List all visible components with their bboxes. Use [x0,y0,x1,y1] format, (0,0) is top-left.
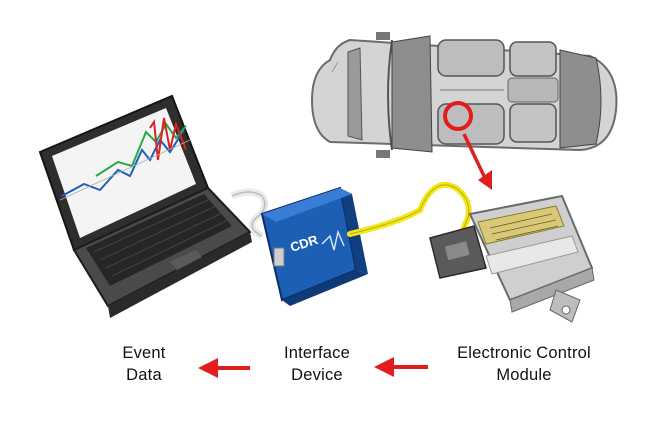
label-ecm: Electronic Control Module [432,342,616,386]
label-ecm-line1: Electronic Control [457,344,591,362]
label-event-data-line1: Event [122,344,166,362]
arrow-down-icon [462,133,492,190]
interface-device-icon: CDR [260,186,368,306]
label-interface-device-line1: Interface [283,344,350,362]
ecm-location-circle [443,101,473,131]
label-event-data: Event Data [100,342,188,386]
arrow-left-icon [198,358,250,378]
ecm-module-icon [429,194,595,323]
label-ecm-line2: Module [496,366,552,384]
arrow-left-icon [374,357,428,377]
label-event-data-line2: Data [126,366,162,384]
car-topview-icon [310,32,618,158]
laptop-icon [38,94,252,318]
label-interface-device-line2: Device [291,366,343,384]
label-interface-device: Interface Device [262,342,372,386]
